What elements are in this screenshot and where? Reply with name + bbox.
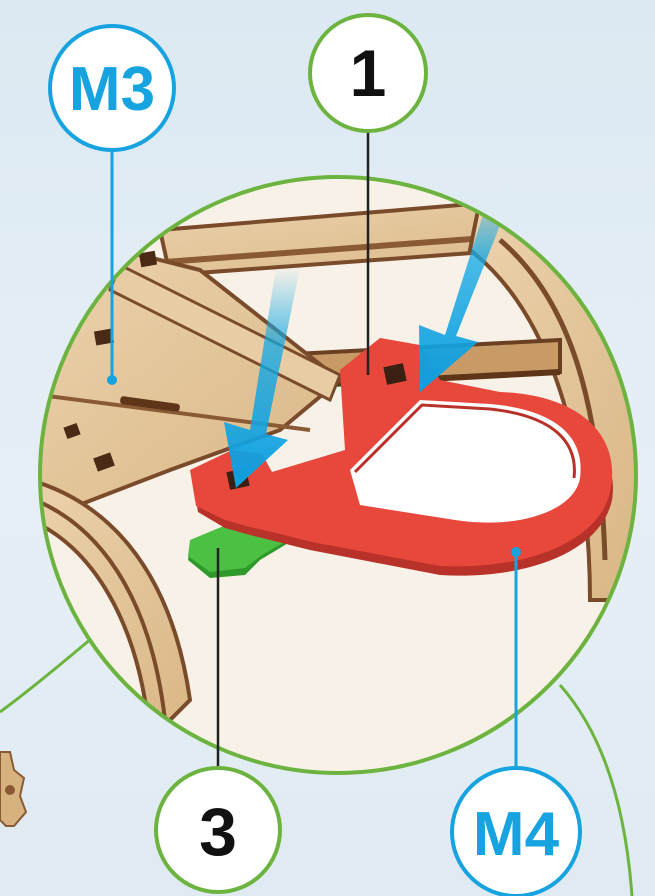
callout-m4: M4 bbox=[452, 768, 580, 896]
gear-fragment bbox=[0, 752, 26, 826]
callout-3: 3 bbox=[156, 768, 280, 892]
leader-outer-left bbox=[0, 638, 92, 712]
callout-m3: M3 bbox=[50, 26, 174, 150]
callout-m4-label: M4 bbox=[473, 800, 560, 869]
zoom-circle bbox=[30, 177, 650, 780]
callout-m3-label: M3 bbox=[69, 55, 155, 124]
callout-1: 1 bbox=[310, 15, 426, 131]
callout-1-label: 1 bbox=[350, 36, 387, 110]
callout-3-label: 3 bbox=[199, 794, 237, 870]
